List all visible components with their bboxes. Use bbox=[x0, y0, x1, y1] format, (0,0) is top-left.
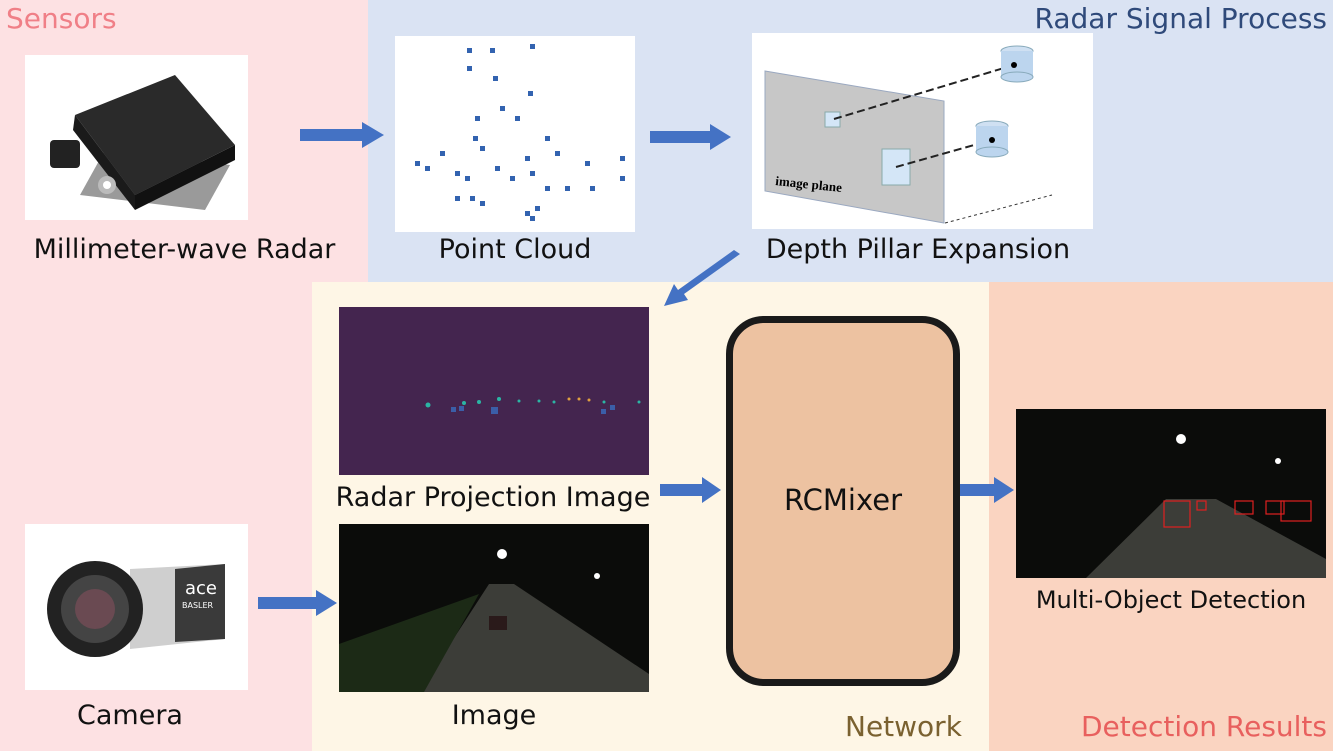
radar-point bbox=[545, 186, 550, 191]
camera-image: ace BASLER bbox=[25, 524, 248, 690]
radar-point bbox=[495, 166, 500, 171]
radar-point bbox=[425, 166, 430, 171]
radar-point bbox=[470, 196, 475, 201]
radar-point bbox=[500, 106, 505, 111]
radar-point bbox=[467, 48, 472, 53]
radar-point bbox=[525, 211, 530, 216]
radar-device-icon bbox=[50, 75, 235, 210]
radar-point bbox=[465, 176, 470, 181]
image-plane-label: image plane bbox=[775, 173, 843, 195]
radar-sensor-image bbox=[25, 55, 248, 220]
arrow-radar-to-pointcloud bbox=[300, 122, 384, 148]
point-cloud-label: Point Cloud bbox=[438, 234, 592, 265]
radar-projection-label: Radar Projection Image bbox=[335, 482, 651, 513]
depth-pillar-label: Depth Pillar Expansion bbox=[765, 234, 1071, 265]
radar-point bbox=[530, 216, 535, 221]
camera-frame-image bbox=[339, 524, 649, 692]
radar-point bbox=[528, 91, 533, 96]
arrow-depth-to-projection bbox=[664, 250, 740, 306]
radar-point bbox=[620, 156, 625, 161]
point-cloud-image bbox=[395, 36, 635, 232]
radar-point bbox=[510, 176, 515, 181]
arrow-pointcloud-to-depth bbox=[650, 124, 731, 150]
camera-icon: ace BASLER bbox=[47, 561, 225, 657]
radar-projection-image bbox=[339, 307, 649, 475]
image-label: Image bbox=[451, 700, 537, 731]
radar-signal-process-title: Radar Signal Process bbox=[1034, 2, 1327, 35]
radar-point bbox=[530, 44, 535, 49]
rcmixer-label: RCMixer bbox=[783, 483, 903, 517]
radar-point bbox=[535, 206, 540, 211]
detection-result-image bbox=[1016, 409, 1326, 578]
network-title: Network bbox=[845, 710, 962, 743]
rcmixer-block: RCMixer bbox=[726, 316, 960, 686]
sensors-title: Sensors bbox=[6, 2, 117, 35]
radar-point bbox=[480, 146, 485, 151]
arrow-projection-to-rcmixer bbox=[660, 477, 721, 503]
camera-brand: ace bbox=[185, 578, 217, 599]
radar-point bbox=[473, 136, 478, 141]
radar-point bbox=[480, 201, 485, 206]
depth-pillar-image: image plane bbox=[752, 33, 1093, 229]
radar-point bbox=[415, 161, 420, 166]
camera-label: Camera bbox=[77, 700, 183, 731]
radar-point bbox=[490, 48, 495, 53]
radar-point bbox=[590, 186, 595, 191]
radar-sensor-label: Millimeter-wave Radar bbox=[33, 234, 336, 265]
radar-point bbox=[530, 171, 535, 176]
radar-point bbox=[455, 196, 460, 201]
radar-point bbox=[467, 66, 472, 71]
arrow-camera-to-image bbox=[258, 590, 337, 616]
radar-point bbox=[455, 171, 460, 176]
detection-label: Multi-Object Detection bbox=[1035, 586, 1307, 614]
radar-point bbox=[493, 76, 498, 81]
radar-point bbox=[525, 156, 530, 161]
svg-text:BASLER: BASLER bbox=[182, 601, 214, 610]
detection-results-title: Detection Results bbox=[1080, 710, 1327, 743]
radar-point bbox=[440, 151, 445, 156]
radar-point bbox=[585, 161, 590, 166]
radar-point bbox=[620, 176, 625, 181]
radar-point bbox=[555, 151, 560, 156]
radar-point bbox=[565, 186, 570, 191]
radar-point bbox=[545, 136, 550, 141]
radar-point bbox=[515, 116, 520, 121]
radar-point bbox=[475, 116, 480, 121]
arrow-rcmixer-to-detection bbox=[960, 477, 1014, 503]
